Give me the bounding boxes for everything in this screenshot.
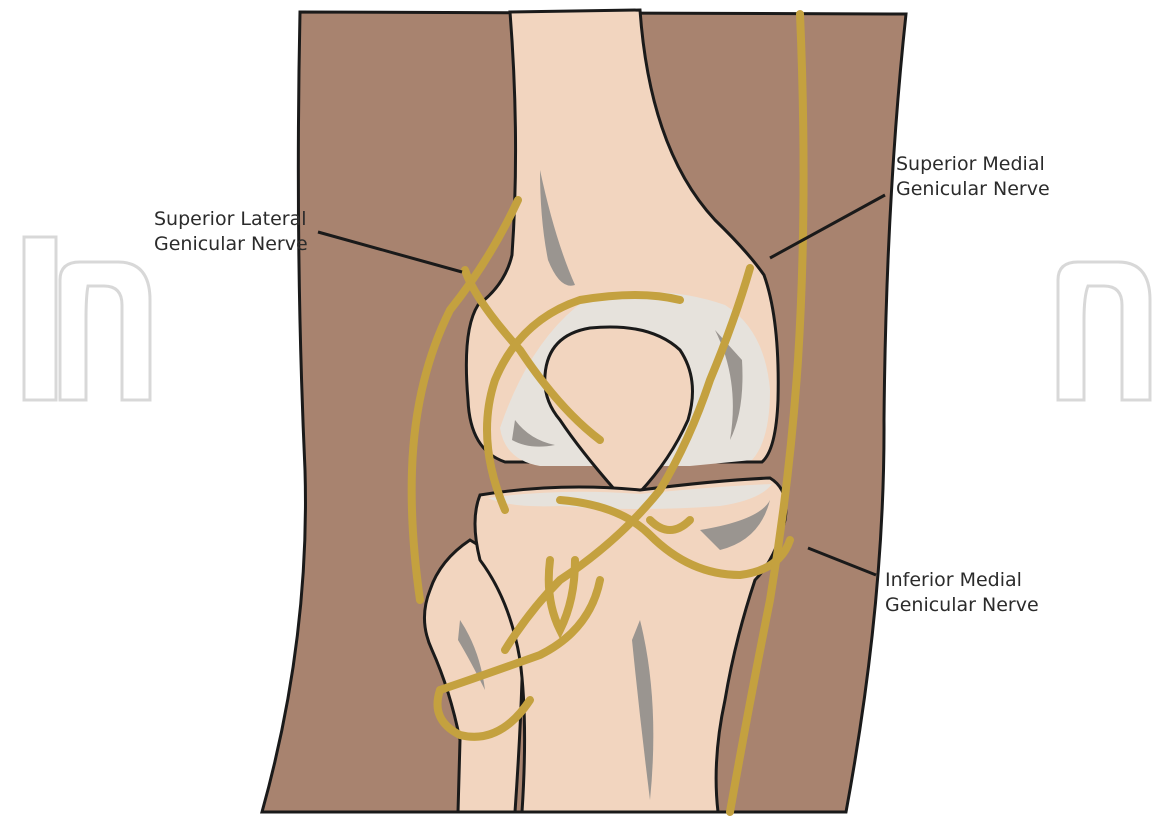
label-superior-lateral-genicular-nerve: Superior Lateral Genicular Nerve [154,207,308,257]
label-superior-medial-genicular-nerve: Superior Medial Genicular Nerve [896,152,1050,202]
label-line: Genicular Nerve [896,177,1050,202]
label-line: Superior Lateral [154,207,308,232]
watermark-letter-i-left [24,237,56,400]
label-inferior-medial-genicular-nerve: Inferior Medial Genicular Nerve [885,568,1039,618]
label-line: Inferior Medial [885,568,1039,593]
watermark-letter-n-right [1058,262,1150,400]
label-line: Genicular Nerve [154,232,308,257]
label-line: Superior Medial [896,152,1050,177]
watermark-letter-n-left [60,262,150,400]
label-line: Genicular Nerve [885,593,1039,618]
